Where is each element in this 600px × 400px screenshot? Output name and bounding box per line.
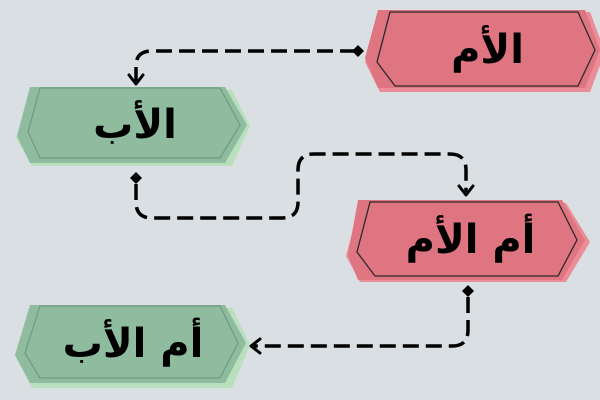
node-mother[interactable] [365, 10, 600, 92]
node-label-paternal-grandmother: أم الأب [62, 321, 204, 367]
node-shape [348, 200, 585, 280]
node-label-father: الأب [93, 102, 177, 148]
diamond-icon [130, 172, 142, 184]
edge-father-to-maternal-grandmother [130, 152, 475, 220]
diamond-icon [352, 45, 364, 57]
arrow-down-icon [457, 184, 475, 197]
node-inner-border [27, 87, 241, 159]
node-father[interactable] [16, 87, 250, 166]
arrow-left-icon [249, 337, 262, 355]
node-inner-border [356, 201, 578, 277]
node-label-mother: الأم [451, 27, 524, 73]
node-shape [17, 87, 247, 163]
diamond-icon [462, 285, 474, 297]
node-maternal-grandmother[interactable] [346, 200, 590, 282]
node-shape [15, 305, 246, 383]
connector-line [134, 152, 468, 220]
node-inner-border [24, 305, 239, 379]
connector-line [254, 297, 470, 348]
node-paternal-grandmother[interactable] [15, 305, 250, 388]
arrow-down-icon [127, 73, 145, 86]
edge-maternal-grandmother-to-paternal-grandmother [249, 285, 474, 355]
node-inner-border [376, 11, 596, 87]
node-shape [365, 10, 600, 88]
edge-mother-to-father [127, 45, 364, 86]
node-label-maternal-grandmother: أم الأم [405, 217, 536, 263]
connector-line [134, 49, 356, 82]
